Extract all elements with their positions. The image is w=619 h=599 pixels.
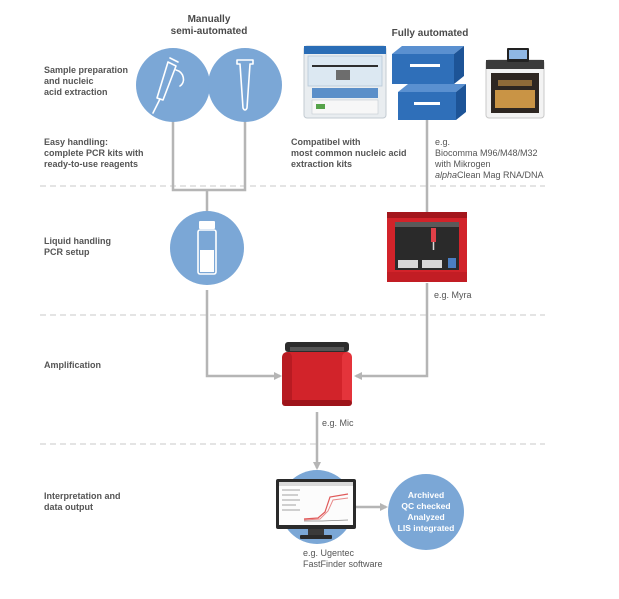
output-archived: Archived <box>407 490 445 500</box>
output-qc-checked: QC checked <box>401 501 451 511</box>
biocomma-note-main: e.g. Biocomma M96/M48/M32 with Mikrogen <box>435 137 538 169</box>
stage-easy-handling-label: Easy handling: complete PCR kits with re… <box>44 137 144 169</box>
biocomma-note: e.g. Biocomma M96/M48/M32 with Mikrogen … <box>435 137 544 181</box>
connector-vial-to-cycler <box>205 290 282 380</box>
output-result-badge: Archived QC checked Analyzed LIS integra… <box>388 474 464 550</box>
compatible-note: Compatibel with most common nucleic acid… <box>291 137 407 169</box>
biocomma-note-rest: Clean Mag RNA/DNA <box>457 170 544 180</box>
stage-extraction-label: Sample preparation and nucleic acid extr… <box>44 65 129 97</box>
manual-column-header: Manually semi-automated <box>170 14 248 37</box>
pipette-icon <box>136 48 210 122</box>
output-lis-integrated: LIS integrated <box>397 523 455 533</box>
connector-myra-to-cycler <box>354 283 429 380</box>
monitor-software-icon <box>276 470 356 544</box>
biocomma-note-italic: alpha <box>435 170 458 180</box>
mic-note: e.g. Mic <box>322 418 354 428</box>
extraction-robot-icon <box>303 45 387 119</box>
extraction-instrument-icon <box>485 48 545 119</box>
stage-amplification-label: Amplification <box>44 360 102 370</box>
automated-column-header: Fully automated <box>391 28 469 39</box>
stage-interpretation-label: Interpretation and data output <box>44 491 121 512</box>
mic-cycler-icon <box>282 342 352 406</box>
myra-robot-icon <box>387 212 467 282</box>
myra-note: e.g. Myra <box>434 290 472 300</box>
stage-liquid-handling-label: Liquid handling PCR setup <box>44 236 111 257</box>
tube-icon <box>208 48 282 122</box>
output-analyzed: Analyzed <box>407 512 445 522</box>
ugentec-note: e.g. Ugentec FastFinder software <box>303 548 383 569</box>
biocomma-box-icon <box>392 46 466 120</box>
connector-top-bracket <box>171 121 247 192</box>
vial-icon <box>170 211 244 285</box>
